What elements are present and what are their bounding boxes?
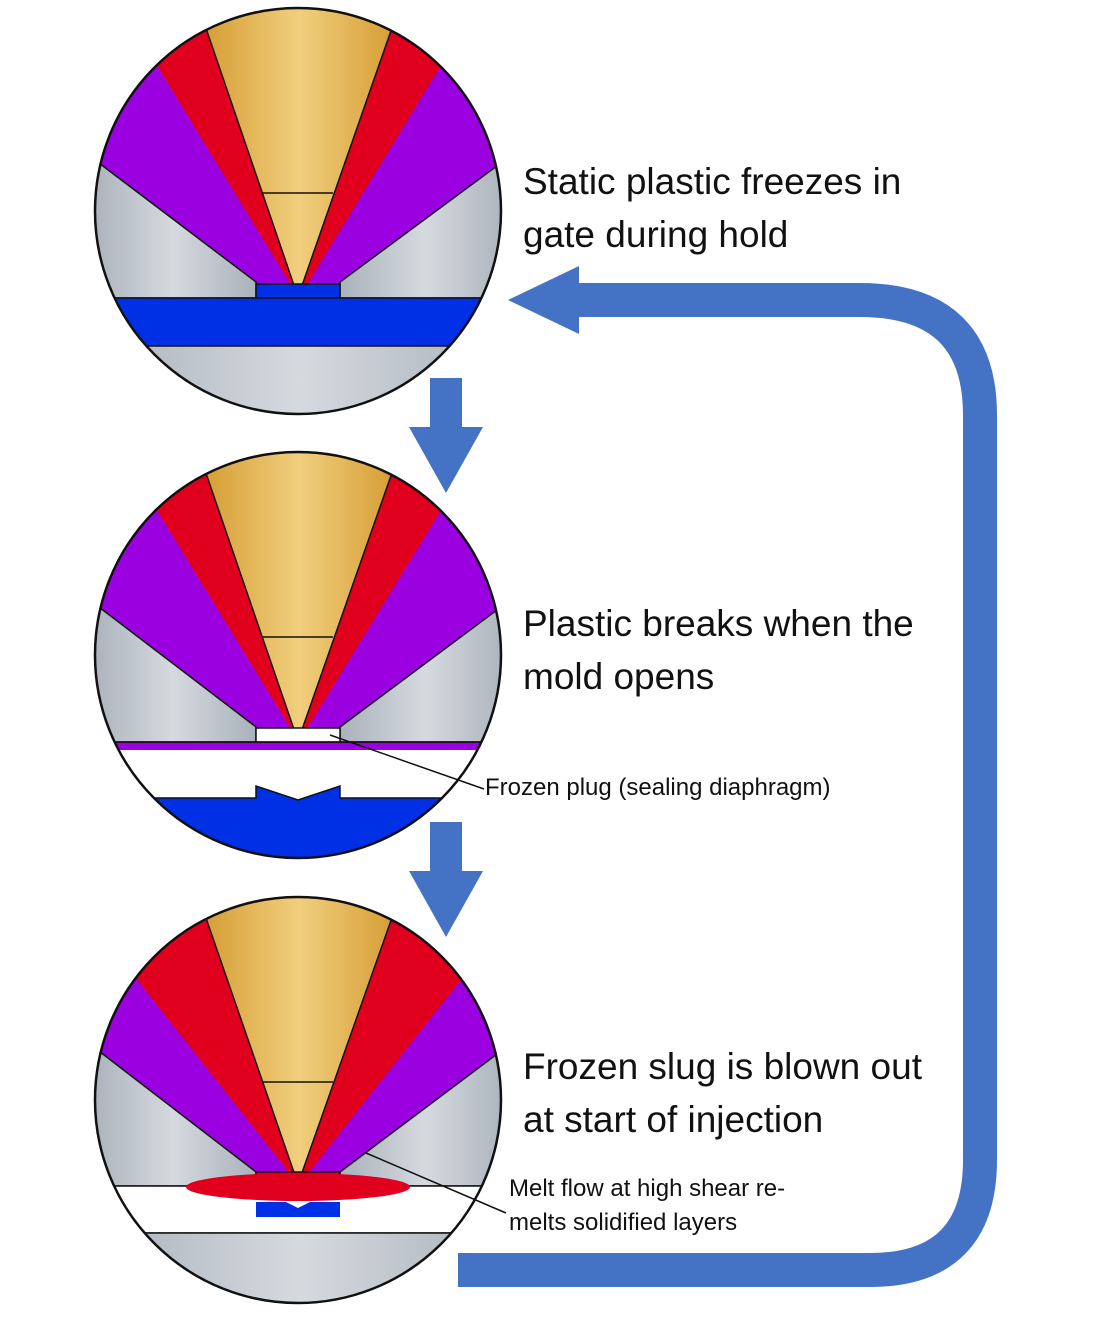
- gate-core: [196, 8, 402, 300]
- gate-core: [196, 452, 402, 744]
- down-arrow-stage-1-to-2: [409, 378, 483, 493]
- stage-1-caption-line-2: gate during hold: [523, 214, 789, 255]
- melt-flow-callout-line-2: melts solidified layers: [509, 1209, 738, 1236]
- stage-3-gate-diagram: [93, 895, 507, 1305]
- stage-3-caption-line-2: at start of injection: [523, 1099, 824, 1140]
- down-arrow-stage-2-to-3: [409, 822, 483, 937]
- melt-front: [186, 1173, 410, 1201]
- part-cavity-frozen: [95, 297, 501, 347]
- stage-1-caption-line-1: Static plastic freezes in: [523, 161, 902, 202]
- blown-out-slug: [256, 1202, 340, 1217]
- frozen-plug-callout-line: [329, 734, 485, 790]
- mold-steel-bottom: [95, 1232, 501, 1303]
- gate-land-frozen: [255, 283, 341, 299]
- frozen-plug: [255, 727, 341, 743]
- stage-2-caption-line-2: mold opens: [523, 656, 715, 697]
- stage-1-outline: [93, 6, 503, 416]
- stage-2-caption-line-1: Plastic breaks when the: [523, 603, 914, 644]
- melt-flow-callout-line-1: Melt flow at high shear re-: [509, 1175, 786, 1202]
- stage-2-gate-diagram: [93, 450, 503, 860]
- stage-2-outline: [93, 450, 503, 860]
- stage-3-outline: [93, 895, 503, 1305]
- stage-3-caption-line-1: Frozen slug is blown out: [523, 1046, 922, 1087]
- stage-1-gate-diagram: [93, 6, 503, 416]
- frozen-plug-callout: Frozen plug (sealing diaphragm): [485, 774, 831, 801]
- return-arrow-shaft: [458, 283, 997, 1287]
- gate-core: [196, 897, 402, 1187]
- return-arrow-head: [508, 266, 579, 334]
- melt-flow-callout-line: [365, 1152, 507, 1214]
